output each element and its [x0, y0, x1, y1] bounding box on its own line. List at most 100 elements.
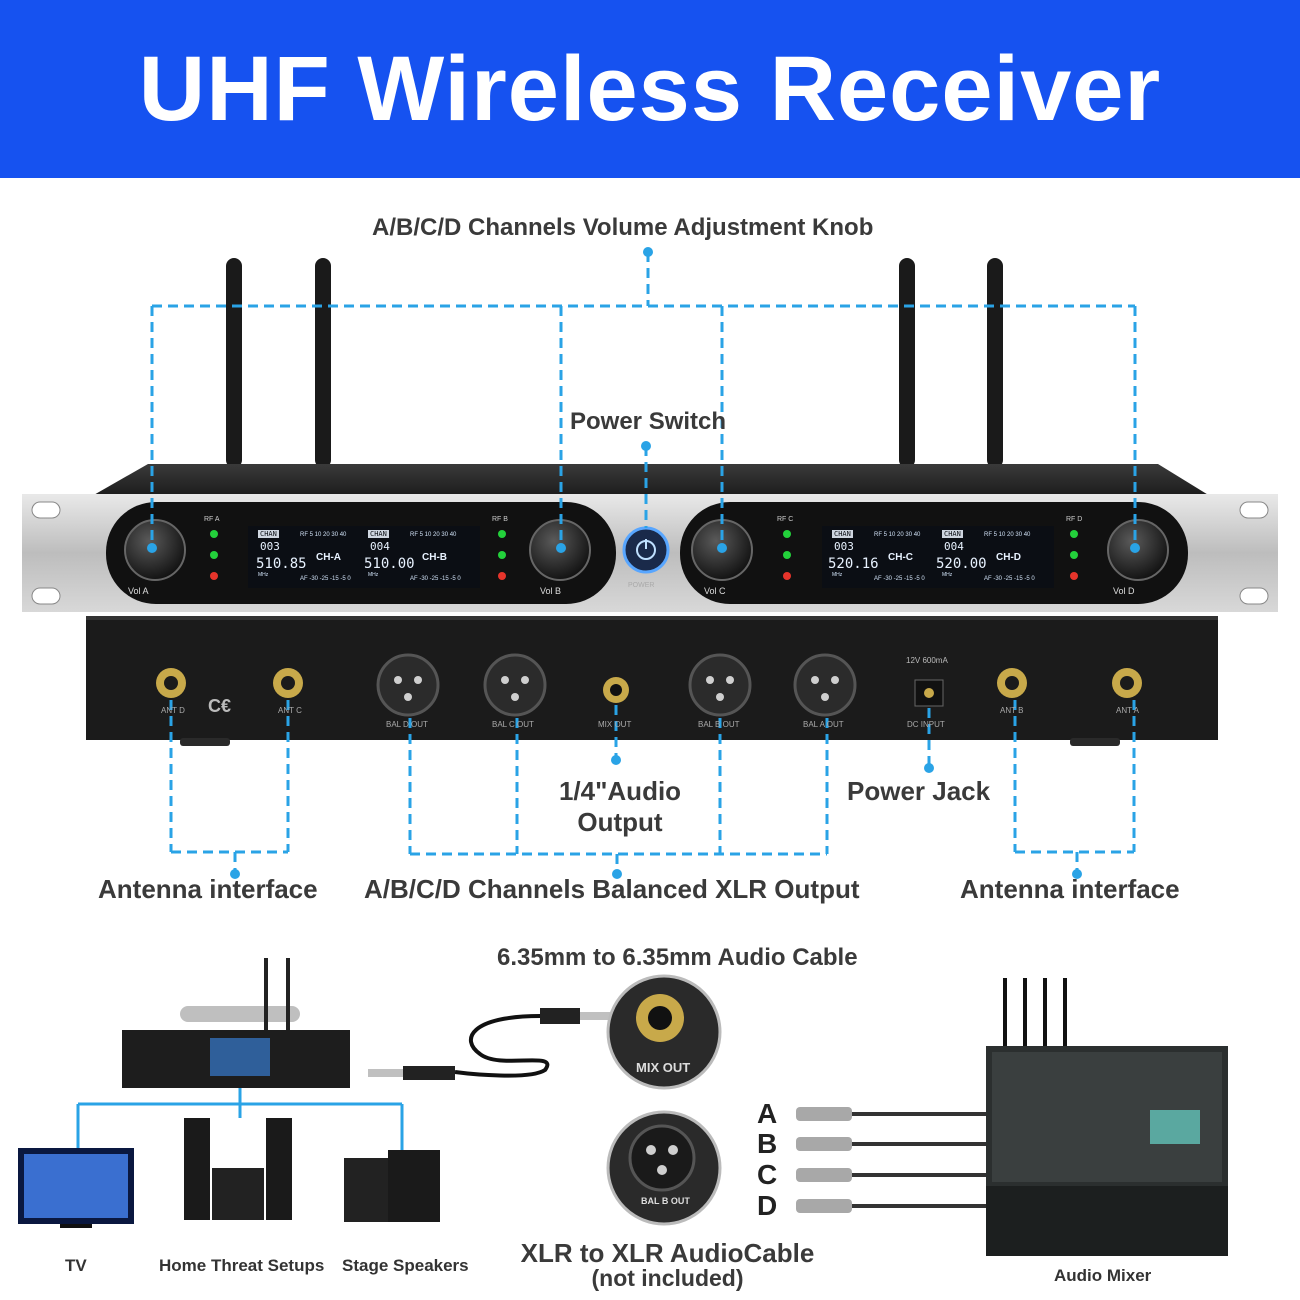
page-title: UHF Wireless Receiver: [138, 37, 1162, 140]
rf-b-label: RF B: [492, 516, 508, 523]
lcd-d-chan-tag: CHAN: [942, 530, 963, 538]
callout-lines: [150, 252, 1137, 874]
power-button: [622, 526, 670, 574]
mix-out-label: MIX OUT: [598, 720, 632, 729]
lcd-d-mhz: MHz: [942, 572, 953, 578]
lcd-a-mhz: MHz: [258, 572, 269, 578]
dc-rating-label: 12V 600mA: [906, 656, 948, 665]
lcd-d-af-scale: AF -30 -25 -15 -5 0: [984, 576, 1035, 582]
mix-out-closeup-label: MIX OUT: [636, 1060, 691, 1075]
audio-output-line1: 1/4"Audio: [558, 776, 682, 806]
karaoke-player: [122, 958, 350, 1088]
title-banner: UHF Wireless Receiver: [0, 0, 1300, 178]
ant-a-port: [1112, 668, 1142, 698]
mix-out-closeup: [606, 974, 722, 1090]
lcd-c-chan: 003: [834, 540, 854, 553]
channel-letter-a: A: [757, 1098, 778, 1129]
audio-output-line2: Output: [577, 807, 663, 837]
home-theater-label: Home Threat Setups: [159, 1256, 325, 1275]
dc-input-jack: [914, 679, 944, 707]
mix-out-jack: [603, 677, 629, 703]
lcd-d-rf-scale: RF 5 10 20 30 40: [984, 532, 1031, 538]
bal-c-label: BAL C OUT: [492, 720, 534, 729]
lcd-a-rf-scale: RF 5 10 20 30 40: [300, 532, 347, 538]
ant-a-label: ANT A: [1116, 706, 1139, 715]
channel-letter-b: B: [757, 1128, 778, 1159]
power-jack-callout: Power Jack: [847, 776, 991, 806]
lcd-a-af-scale: AF -30 -25 -15 -5 0: [300, 576, 351, 582]
lcd-c-af-scale: AF -30 -25 -15 -5 0: [874, 576, 925, 582]
ant-d-port: [156, 668, 186, 698]
bal-d-label: BAL D OUT: [386, 720, 428, 729]
bal-c-xlr: [483, 653, 547, 717]
lcd-d-name: CH-D: [996, 552, 1021, 563]
vol-c-label: Vol C: [704, 586, 726, 596]
xlr-cables: [796, 1107, 986, 1213]
lcd-ab: [248, 526, 480, 588]
bal-b-closeup-label: BAL B OUT: [641, 1196, 690, 1206]
bal-b-out-closeup: [606, 1110, 722, 1226]
lcd-b-name: CH-B: [422, 552, 447, 563]
bal-b-xlr: [688, 653, 752, 717]
audio-mixer-icon: [986, 978, 1228, 1256]
bal-a-xlr: [793, 653, 857, 717]
antenna-d: [987, 258, 1003, 468]
vol-a-label: Vol A: [128, 586, 149, 596]
ant-b-label: ANT B: [1000, 706, 1024, 715]
lcd-a-chan: 003: [260, 540, 280, 553]
lcd-d-freq: 520.00: [936, 556, 987, 572]
dc-input-label: DC INPUT: [907, 720, 945, 729]
lcd-b-af-scale: AF -30 -25 -15 -5 0: [410, 576, 461, 582]
xlr-cable-line1: XLR to XLR AudioCable: [520, 1238, 815, 1268]
antenna-c: [899, 258, 915, 468]
lcd-cd: [822, 526, 1054, 588]
lcd-c-mhz: MHz: [832, 572, 843, 578]
lcd-c-freq: 520.16: [828, 556, 879, 572]
tv-label: TV: [65, 1256, 87, 1275]
ce-mark: C€: [208, 696, 232, 716]
antenna-right-callout: Antenna interface: [960, 874, 1180, 904]
xlr-output-callout: A/B/C/D Channels Balanced XLR Output: [364, 874, 860, 904]
channel-letter-d: D: [757, 1190, 778, 1221]
lcd-a-name: CH-A: [316, 552, 341, 563]
xlr-cable-line2: (not included): [591, 1265, 744, 1291]
lcd-c-chan-tag: CHAN: [832, 530, 853, 538]
channel-letter-c: C: [757, 1159, 778, 1190]
receiver-top: [92, 464, 1210, 496]
vol-b-label: Vol B: [540, 586, 562, 596]
rear-panel: [86, 616, 1218, 740]
power-label: POWER: [628, 582, 655, 589]
rf-leds: [210, 530, 1078, 580]
bal-d-xlr: [376, 653, 440, 717]
antenna-a: [226, 258, 242, 468]
ant-c-port: [273, 668, 303, 698]
lcd-b-rf-scale: RF 5 10 20 30 40: [410, 532, 457, 538]
lcd-b-chan: 004: [370, 540, 390, 553]
power-switch-callout: Power Switch: [570, 408, 727, 435]
lcd-c-name: CH-C: [888, 552, 913, 563]
lcd-b-mhz: MHz: [368, 572, 379, 578]
lcd-d-chan: 004: [944, 540, 964, 553]
vol-d-label: Vol D: [1113, 586, 1135, 596]
stage-speakers-label: Stage Speakers: [342, 1256, 469, 1275]
audio-mixer-label: Audio Mixer: [1054, 1266, 1152, 1285]
rf-c-label: RF C: [777, 516, 794, 523]
antenna-b: [315, 258, 331, 468]
audio-cable-635: [368, 1008, 614, 1080]
cable-635-label: 6.35mm to 6.35mm Audio Cable: [497, 944, 858, 971]
ant-c-label: ANT C: [278, 706, 302, 715]
ant-b-port: [997, 668, 1027, 698]
stage-speakers-icon: [344, 1150, 440, 1222]
volume-knob-callout: A/B/C/D Channels Volume Adjustment Knob: [372, 214, 874, 241]
home-theater-icon: [184, 1118, 292, 1220]
xlr-cable-label: XLR to XLR AudioCable (not included): [520, 1238, 815, 1292]
rf-a-label: RF A: [204, 516, 220, 523]
antenna-left-callout: Antenna interface: [98, 874, 318, 904]
tv-icon: [18, 1148, 134, 1228]
lcd-b-freq: 510.00: [364, 556, 415, 572]
bal-a-label: BAL A OUT: [803, 720, 844, 729]
lcd-b-chan-tag: CHAN: [368, 530, 389, 538]
lcd-a-chan-tag: CHAN: [258, 530, 279, 538]
bal-b-label: BAL B OUT: [698, 720, 740, 729]
